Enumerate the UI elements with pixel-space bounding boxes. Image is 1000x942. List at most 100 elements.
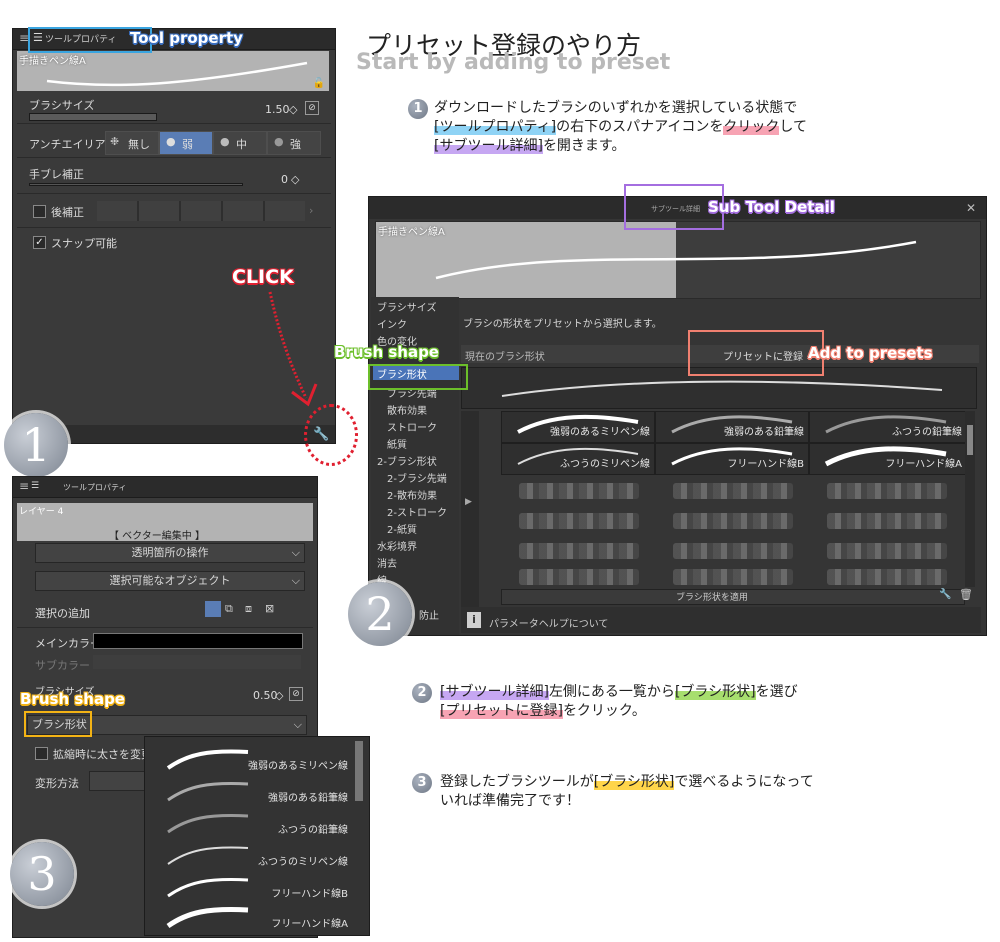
post-correction-controls [97,201,305,221]
step-2-badge: 2 [348,582,412,646]
category-2-brush-shape[interactable]: 2-ブラシ形状 [377,457,437,468]
category-2-stroke[interactable]: 2-ストローク [387,508,447,519]
preset-cell[interactable]: フリーハンド線A [809,443,967,475]
sub-color-swatch[interactable] [93,655,301,669]
stabilization-label: 手ブレ補正 [29,168,84,181]
popup-scrollbar[interactable] [355,741,363,801]
brush-shape-option[interactable]: フリーハンド線A [148,902,348,934]
category-brush-shape[interactable]: ブラシ形状 [373,365,459,381]
transform-method-dropdown[interactable] [89,771,151,791]
preset-cell[interactable]: ふつうの鉛筆線 [809,411,967,443]
spinner-icon[interactable]: ◇ [289,103,298,116]
preset-list-collapse[interactable]: ▶ [461,411,479,617]
brush-shape-option[interactable]: 強弱のある鉛筆線 [148,776,348,808]
tab-tool-property[interactable]: ツールプロパティ [63,483,127,492]
chevron-down-icon: ⌵ [293,718,302,731]
spinner-icon[interactable]: ◇ [275,689,284,702]
category-color-change[interactable]: 色の変化 [377,337,417,348]
preset-cell[interactable]: ふつうのミリペン線 [501,443,655,475]
instruction-1-number: 1 [408,99,428,119]
category-erase[interactable]: 消去 [377,559,397,570]
chevron-down-icon: ⌵ [291,546,300,559]
brush-size-label: ブラシサイズ [35,687,95,698]
apply-shape-button[interactable]: ブラシ形状を適用 [501,589,965,605]
category-watercolor-edge[interactable]: 水彩境界 [377,542,417,553]
window-titlebar: サブツール詳細 ✕ [369,197,986,219]
chevron-right-icon[interactable]: › [309,204,314,217]
brush-shape-option[interactable]: 強弱のあるミリペン線 [148,744,348,776]
instruction-2: [サブツール詳細]左側にある一覧から[ブラシ形状]を選び [プリセットに登録]を… [440,684,798,719]
aa-none[interactable]: ❉ 無し [105,131,159,155]
brush-shape-option[interactable]: フリーハンド線B [148,872,348,904]
brush-size-label: ブラシサイズ [29,99,95,112]
preset-pixelated-row [519,543,639,559]
brush-shape-callout: Brush shape [334,343,439,361]
sub-tool-detail-callout: Sub Tool Detail [708,198,835,216]
preset-scrollbar[interactable] [965,411,975,587]
category-ink[interactable]: インク [377,320,407,331]
category-2-spray[interactable]: 2-散布効果 [387,491,437,502]
category-line[interactable]: 線 [377,572,387,587]
preset-pixelated-row [673,483,793,499]
preset-pixelated-row [519,513,639,529]
selection-new-icon [205,601,221,617]
close-icon[interactable]: ✕ [965,201,976,215]
post-correction-checkbox[interactable] [33,205,46,218]
sliders-icon: ☰ [31,481,40,491]
category-brush-size[interactable]: ブラシサイズ [377,303,437,314]
tab-tool-property[interactable]: ツールプロパティ [45,35,117,45]
pressure-icon[interactable]: ⊘ [289,687,303,701]
category-stroke[interactable]: ストローク [387,423,437,434]
category-list: ブラシサイズ インク 色の変化 ブラシ形状 ブラシ先端 散布効果 ストローク 紙… [371,297,459,635]
tool-property-callout: Tool property [130,29,243,47]
brush-shape-option[interactable]: ふつうのミリペン線 [148,840,348,872]
apply-wrench-icon[interactable]: 🔧 [939,589,952,600]
brush-shape-option[interactable]: ふつうの鉛筆線 [148,808,348,840]
brush-size-value[interactable]: 1.50 [265,103,290,116]
category-2-texture[interactable]: 2-紙質 [387,525,417,536]
panel-header: ≡ ☰ ツールプロパティ [13,477,317,498]
help-text[interactable]: パラメータヘルプについて [489,619,609,630]
sliders-icon: ☰ [33,31,43,44]
menu-icon[interactable]: ≡ [19,31,30,45]
preset-cell[interactable]: 強弱のあるミリペン線 [501,411,655,443]
category-spray[interactable]: 散布効果 [387,406,427,417]
pressure-icon[interactable]: ⊘ [305,101,319,115]
category-prevent[interactable]: 防止 [419,611,439,622]
info-icon[interactable]: i [467,612,481,628]
post-correction-label: 後補正 [51,206,84,219]
sub-tool-detail-window: サブツール詳細 ✕ 手描きペン線A ブラシサイズ インク 色の変化 ブラシ形状 … [368,196,987,636]
brush-stroke-preview [46,61,308,87]
scale-width-checkbox[interactable] [35,747,48,760]
stabilization-slider[interactable] [29,183,243,186]
page-subtitle: Start by adding to preset [356,50,671,75]
category-2-brush-tip[interactable]: 2-ブラシ先端 [387,474,447,485]
preset-cell[interactable]: 強弱のある鉛筆線 [655,411,809,443]
menu-icon[interactable]: ≡ [19,479,30,493]
transparent-operation-dropdown[interactable]: 透明箇所の操作⌵ [35,543,305,563]
category-brush-tip[interactable]: ブラシ先端 [387,389,437,400]
brush-size-slider[interactable] [29,113,157,121]
current-shape-bar: 現在のブラシ形状 プリセットに登録 [461,345,979,363]
stabilization-spinner-icon[interactable]: ◇ [291,173,300,186]
vector-editing-label: 【 ベクター編集中 】 [109,531,205,542]
stabilization-value[interactable]: 0 [281,173,288,186]
snap-checkbox[interactable]: ✓ [33,236,46,249]
aa-strong[interactable]: ● 強 [267,131,321,155]
click-arrow [268,291,318,407]
aa-medium[interactable]: ● 中 [213,131,267,155]
lock-icon[interactable]: 🔓 [312,78,325,89]
main-color-swatch[interactable] [93,633,303,649]
chevron-down-icon: ⌵ [291,574,300,587]
category-texture[interactable]: 紙質 [387,440,407,451]
selection-add-icon: ⧉ [225,602,233,615]
selection-mode-buttons[interactable]: ⧉ ⧈ ⊠ [205,601,291,619]
brush-size-value[interactable]: 0.50 [253,689,278,702]
selectable-object-dropdown[interactable]: 選択可能なオブジェクト⌵ [35,571,305,591]
category-description: ブラシの形状をプリセットから選択します。 [463,319,662,330]
add-preset-button[interactable]: プリセットに登録 [723,352,803,363]
preset-cell[interactable]: フリーハンド線B [655,443,809,475]
brush-shape-dropdown[interactable]: ブラシ形状⌵ [27,715,307,735]
aa-weak[interactable]: ● 弱 [159,131,213,155]
trash-icon[interactable]: 🗑 [959,588,973,601]
